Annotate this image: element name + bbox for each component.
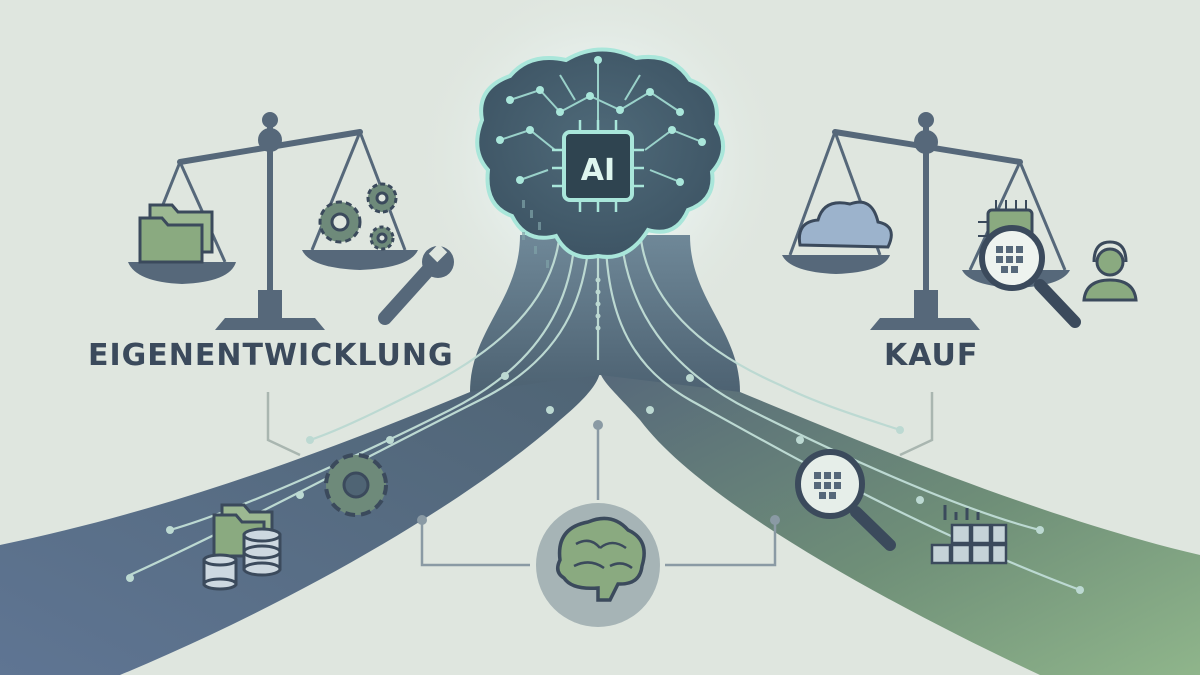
left-pan: [782, 255, 890, 274]
build-path: [0, 366, 600, 675]
stem-dots: [595, 277, 601, 331]
ai-chip-icon: [552, 120, 644, 212]
folder-icon: [138, 203, 214, 264]
scale-column: [258, 290, 282, 318]
balance-scale-icon: [832, 112, 1023, 303]
cloud-icon: [797, 200, 893, 249]
brain-icon: [556, 516, 646, 602]
left-pan: [128, 262, 236, 284]
right-scale-strings: [788, 131, 1067, 271]
gear-icon: [324, 453, 388, 517]
right-pan: [302, 250, 418, 270]
folder-icon: [212, 503, 274, 558]
build-connector: [266, 392, 301, 457]
magnifier-icon: [795, 449, 896, 551]
scale-base: [870, 318, 980, 330]
scale-base: [215, 318, 325, 330]
connector-dots: [417, 420, 780, 525]
support-agent-icon: [1082, 240, 1138, 302]
wrench-icon: [378, 243, 454, 325]
build-label: EIGENENTWICKLUNG: [88, 338, 454, 373]
scale-column: [914, 290, 938, 318]
buy-label: KAUF: [884, 338, 979, 373]
magnifier-icon: [979, 225, 1081, 328]
grid-blocks-icon: [930, 505, 1008, 565]
database-icon: [202, 527, 282, 591]
circuit-nodes: [126, 372, 1084, 594]
ai-chip-label: AI: [581, 153, 615, 188]
binary-stream: [522, 200, 549, 268]
buy-path: [600, 366, 1200, 675]
gear-icon: [318, 182, 398, 251]
balance-scale-icon: [177, 112, 363, 303]
center-connectors: [420, 425, 777, 567]
buy-connector: [899, 392, 934, 457]
